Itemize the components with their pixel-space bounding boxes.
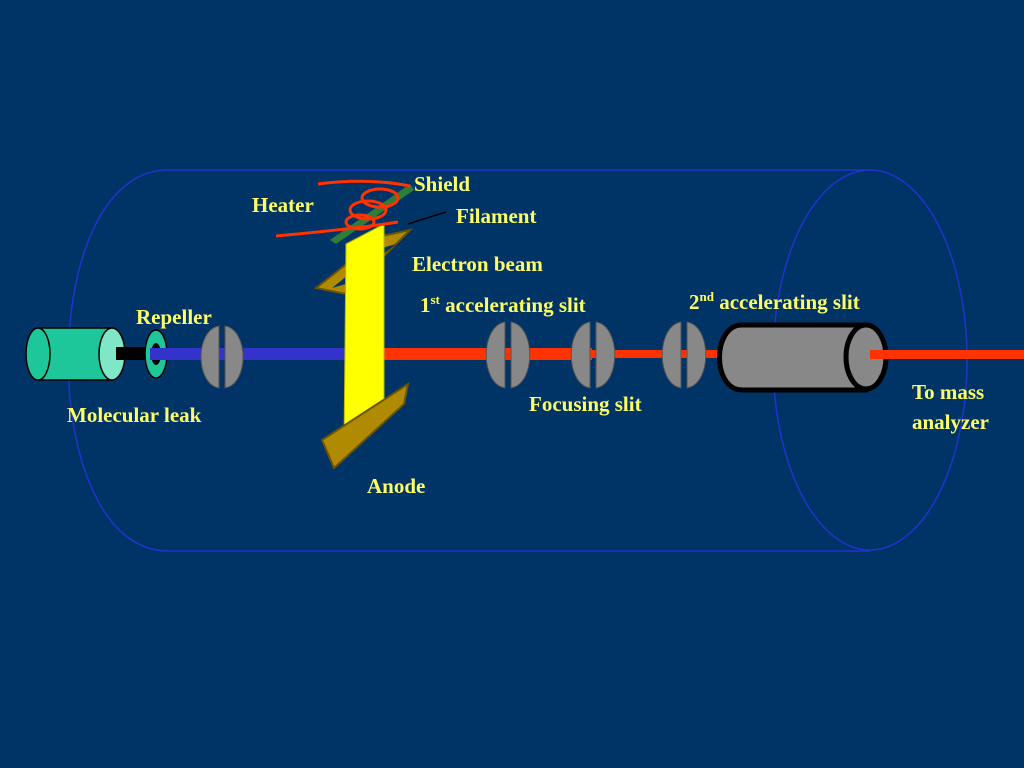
slit-repeller-side <box>200 325 244 389</box>
molecular-leak-inlet <box>25 327 156 381</box>
to-mass-analyzer-label-line1: To mass <box>912 380 985 404</box>
first-accelerating-slit-label: 1st accelerating slit <box>420 292 586 317</box>
focusing-slit <box>570 321 616 389</box>
shield-label: Shield <box>414 172 471 196</box>
focusing-slit-label: Focusing slit <box>529 392 642 416</box>
heater-label: Heater <box>252 193 314 217</box>
to-mass-analyzer-label-line2: analyzer <box>912 410 989 434</box>
ion-beam-exit <box>870 350 1024 359</box>
second-accelerating-slit <box>661 321 707 389</box>
second-accelerating-slit-label: 2nd accelerating slit <box>689 289 860 314</box>
molecule-beam <box>150 348 348 360</box>
repeller-label: Repeller <box>136 305 212 329</box>
analyzer-entrance-cylinder <box>717 322 889 393</box>
tube-body-edges <box>168 169 870 552</box>
heater-coil <box>275 179 411 238</box>
filament-pointer <box>407 211 447 225</box>
electron-beam-label: Electron beam <box>412 252 543 276</box>
molecular-leak-label: Molecular leak <box>67 403 202 427</box>
anode-label: Anode <box>367 474 426 498</box>
anode-collector <box>320 381 410 470</box>
first-accelerating-slit <box>485 321 531 389</box>
filament-label: Filament <box>456 204 537 228</box>
